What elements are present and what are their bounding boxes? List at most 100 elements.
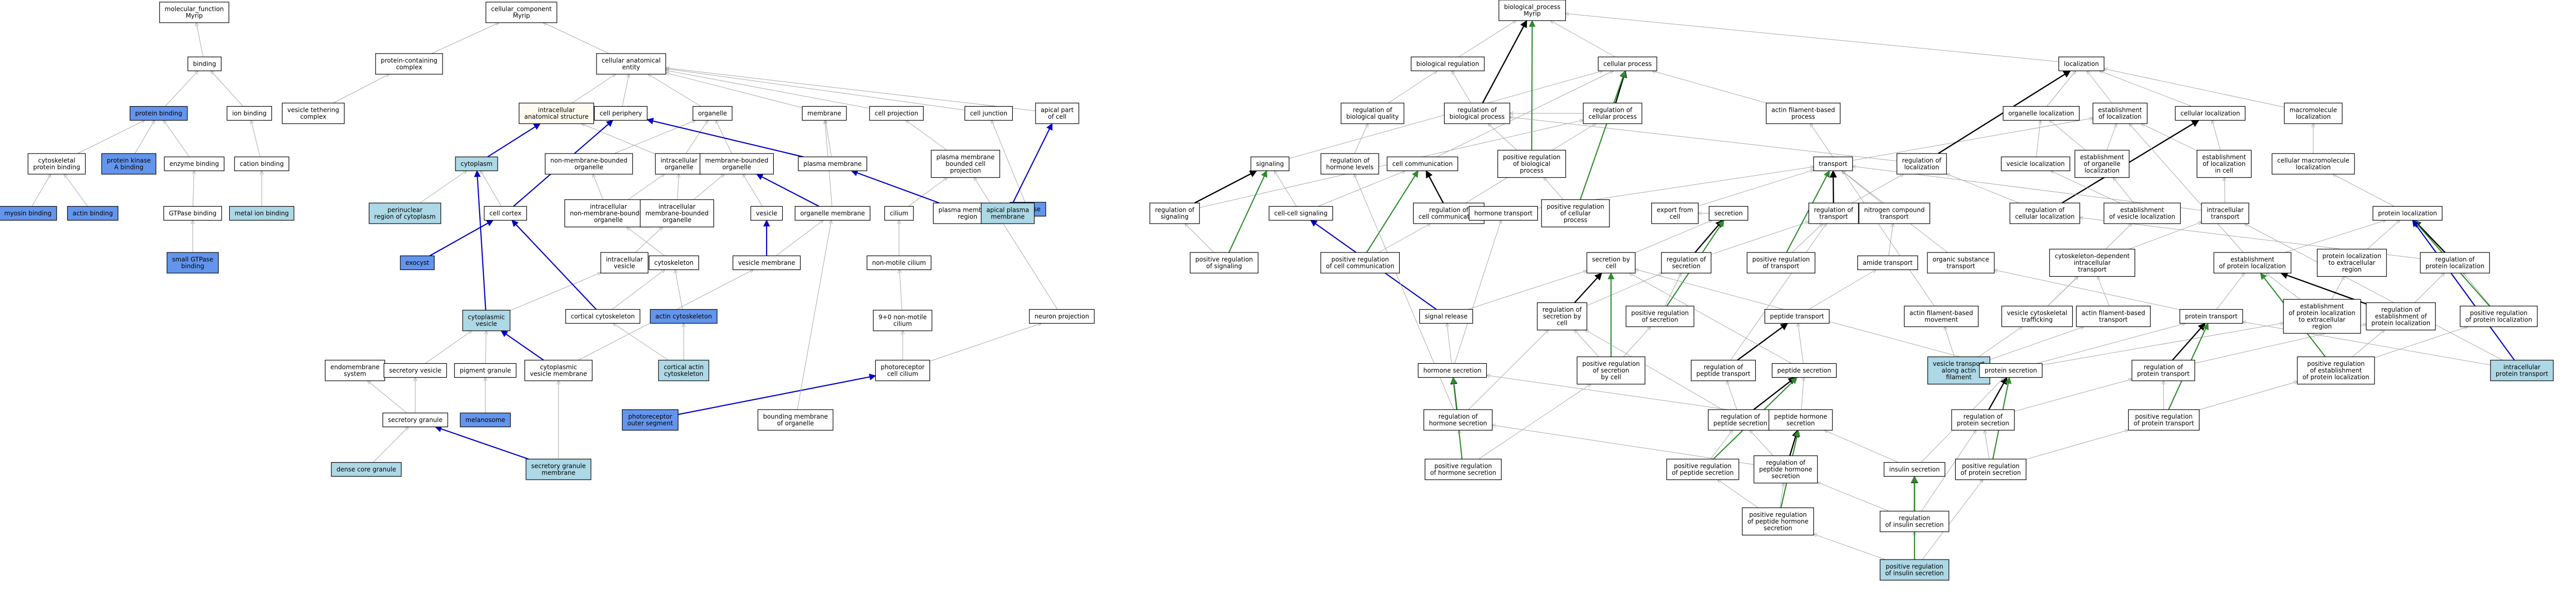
node-box (400, 255, 435, 271)
go-node-localization: localization (2058, 56, 2105, 72)
node-label: binding (193, 60, 216, 67)
node-box (2009, 202, 2080, 224)
node-box (1586, 252, 1636, 274)
edge-line (1478, 384, 1590, 460)
node-label: positive regulation (1962, 463, 2020, 470)
go-node-cell-projection: cell projection (869, 106, 924, 121)
edge-gray (1566, 13, 2059, 62)
node-box (757, 409, 834, 431)
edge-gray (1388, 71, 1437, 104)
node-label: membrane-bounded (705, 157, 769, 164)
edge-gray (1727, 381, 1737, 410)
edge-line (1652, 71, 1767, 104)
node-label: dense core granule (336, 466, 396, 473)
node-label: intracellular (538, 107, 575, 114)
edge-gray (571, 74, 616, 104)
node-label: apical part (1041, 107, 1074, 114)
node-box (640, 199, 714, 228)
edge-line (487, 123, 541, 158)
edge-gray (1452, 71, 1471, 104)
go-node-intracellular-nmb-organelle: intracellularnon-membrane-boundedorganel… (564, 199, 653, 228)
edge-gray (1944, 327, 1955, 357)
go-node-vesicle-localization: vesicle localization (2001, 156, 2071, 172)
node-label: ion binding (232, 110, 267, 117)
node-label: peptide hormone (1774, 413, 1827, 420)
node-label: of cell (1048, 113, 1066, 121)
edge-line (743, 174, 763, 207)
node-box (2074, 149, 2130, 178)
edge-line (1711, 222, 1809, 255)
node-label: protein secretion (1957, 420, 2009, 427)
node-box (524, 360, 593, 381)
edge-blue (1012, 123, 1053, 204)
node-box (129, 106, 188, 121)
edge-gray (2367, 221, 2400, 249)
edge-green (1786, 170, 1830, 253)
node-label: cellular process (1603, 60, 1652, 67)
node-label: cell-cell signaling (1274, 210, 1328, 217)
edge-black (1194, 170, 1258, 204)
node-label: biological_process (1504, 4, 1560, 11)
node-label: of localization (2202, 160, 2245, 167)
node-box (331, 462, 402, 477)
go-node-peptide-transport: peptide transport (1764, 309, 1830, 324)
go-node-binding: binding (188, 56, 222, 72)
node-label: GTPase binding (169, 210, 216, 217)
node-label: regulation of (2025, 207, 2065, 214)
node-label: cellular localization (2015, 213, 2075, 221)
go-node-exocyst: exocyst (400, 255, 435, 271)
node-label: cellular macromolecule (2277, 157, 2349, 164)
edge-gray (2245, 224, 2503, 361)
edge-gray (2199, 382, 2297, 410)
node-label: vesicle cytoskeletal (2007, 310, 2067, 317)
edge-gray (2099, 71, 2193, 107)
edge-line (2026, 430, 2129, 460)
edge-blue (434, 426, 529, 460)
node-label: of establishment (2310, 367, 2362, 374)
edge-blue (851, 170, 940, 204)
node-label: non-membrane-bounded (570, 210, 647, 217)
edge-gray (1665, 273, 1681, 307)
node-label: photoreceptor (880, 364, 924, 371)
node-label: intracellular (2207, 207, 2244, 214)
node-label: hormone transport (1475, 210, 1533, 217)
go-node-cytoskeleton: cytoskeleton (649, 255, 699, 271)
edge-gray (481, 171, 502, 207)
node-label: cellular anatomical (602, 57, 660, 64)
node-box (1808, 202, 1859, 224)
edge-line (544, 23, 609, 54)
node-box (166, 252, 219, 274)
node-label: organelle (574, 164, 603, 171)
node-label: of signaling (1206, 263, 1242, 270)
node-box (1753, 455, 1818, 484)
node-label: secretion (1714, 210, 1742, 217)
edge-gray (1710, 430, 1733, 460)
node-box (1879, 511, 1950, 532)
edge-line (2042, 323, 2283, 365)
edge-gray (2352, 330, 2384, 357)
node-box (1418, 363, 1487, 378)
edge-line (1274, 171, 1297, 207)
edge-line (1436, 71, 1614, 157)
node-box (1320, 252, 1400, 274)
edge-gray (1486, 375, 1769, 416)
edge-gray (906, 121, 947, 150)
node-label: system (344, 370, 366, 378)
node-box (2284, 103, 2343, 124)
edge-line (2266, 273, 2300, 300)
node-label: cation binding (240, 160, 283, 167)
edge-gray (1801, 378, 1804, 410)
node-label: cellular_component (491, 6, 552, 13)
go-node-cortical-cytoskeleton: cortical cytoskeleton (565, 309, 640, 324)
node-box (873, 310, 933, 331)
